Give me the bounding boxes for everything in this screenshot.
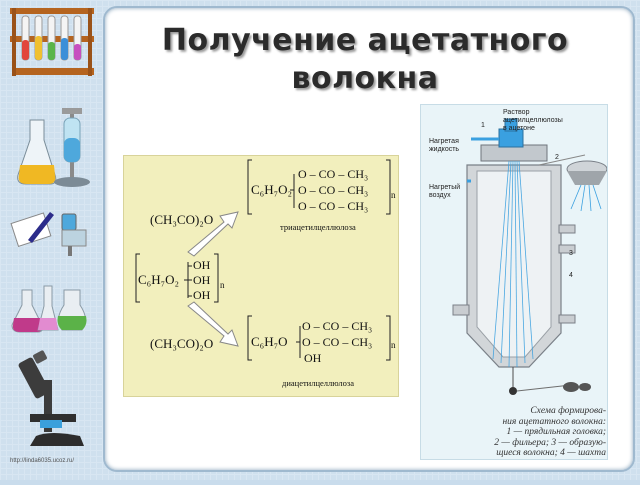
lab-equipment-sidebar (0, 0, 100, 480)
caption-line-1: Схема формирова- (530, 406, 606, 416)
diacetate-core: C₆H₇O (251, 334, 288, 349)
triacetate-name: триацетилцеллюлоза (280, 222, 356, 232)
reagent-top: (CH₃CO)₂O (150, 212, 213, 227)
num-2: 2 (555, 154, 559, 161)
index-n-bottom: n (391, 340, 396, 350)
title-line-1: Получение ацетатного (161, 23, 569, 58)
acetylation-scheme: (CH₃CO)₂O (CH₃CO)₂O C₆H₇O₂ OH OH OH n C₆… (123, 155, 399, 397)
label-solution-1: Раствор (503, 109, 530, 116)
index-n-left: n (220, 280, 225, 290)
label-solution-2: ацетилцеллюлозы (503, 117, 563, 124)
svg-text:Нагретый воздух: Нагретый воздух (429, 183, 462, 199)
caption-line-3: 1 — прядильная головка; (506, 427, 607, 437)
title-line-2: волокна (291, 61, 439, 96)
triacetate-row-1: O – CO – CH₃ (298, 167, 368, 181)
diacetate-name: диацетилцеллюлоза (282, 378, 354, 388)
svg-text:Раствор ацетилцеллюлозы: Раствор ацетилцеллюлозы в ацетоне (503, 109, 565, 132)
caption-line-2: ния ацетатного волокна: (502, 416, 606, 427)
lab-equipment-icon (10, 8, 94, 446)
diacetate-row-2: O – CO – CH₃ (302, 335, 372, 349)
footer-url: http://linda6035.ucoz.ru/ (10, 458, 75, 464)
slide-title: Получение ацетатного волокна (115, 22, 615, 98)
diagram-caption: Схема формирова- ния ацетатного волокна:… (474, 406, 606, 459)
triacetate-row-2: O – CO – CH₃ (298, 183, 368, 197)
num-3: 3 (569, 250, 573, 257)
cellulose-formula: C₆H₇O₂ (138, 272, 179, 287)
label-solution-3: в ацетоне (503, 125, 535, 132)
arrow-up-icon (187, 211, 239, 257)
oh-group-3: OH (193, 288, 211, 302)
index-n-top: n (391, 190, 396, 200)
num-1: 1 (481, 122, 485, 129)
diacetate-oh: OH (304, 351, 322, 365)
reagent-bottom: (CH₃CO)₂O (150, 336, 213, 351)
triacetate-row-3: O – CO – CH₃ (298, 199, 368, 213)
num-4: 4 (569, 272, 573, 279)
arrow-down-icon (187, 301, 239, 347)
diacetate-row-1: O – CO – CH₃ (302, 319, 372, 333)
spinning-apparatus-diagram: Раствор ацетилцеллюлозы в ацетоне Нагрет… (420, 104, 608, 460)
caption-line-4: 2 — фильера; 3 — образую- (494, 437, 606, 448)
caption-line-5: щиеся волокна; 4 — шахта (496, 448, 606, 458)
svg-text:Нагретая жидкость: Нагретая жидкость (429, 138, 461, 153)
oh-group-1: OH (193, 258, 211, 272)
oh-group-2: OH (193, 273, 211, 287)
triacetate-core: C₆H₇O₂ (251, 182, 292, 197)
